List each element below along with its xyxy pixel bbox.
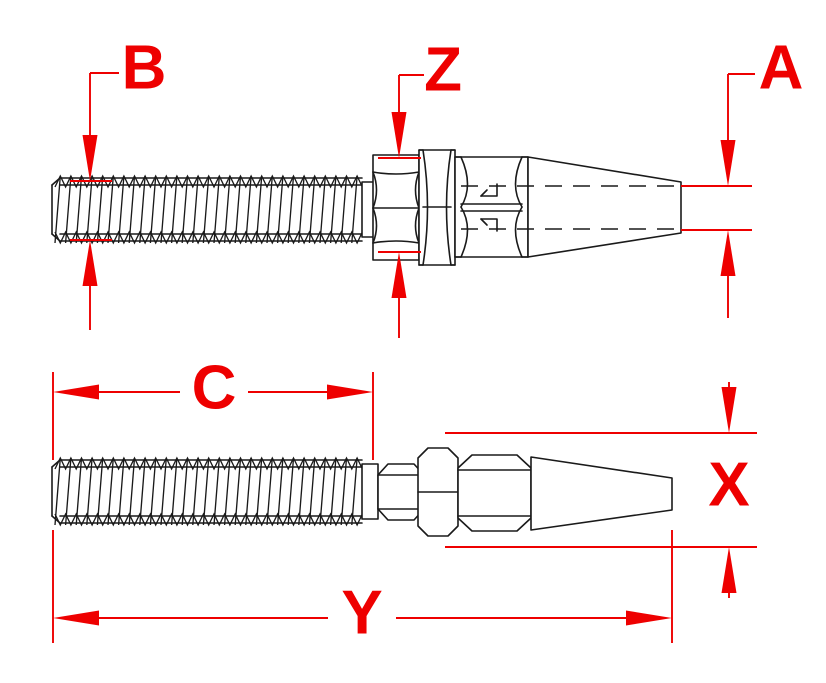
arrowhead-right [626,610,672,626]
top-hex-nut-2 [418,149,456,266]
bottom-thread-root-zigzag [54,512,364,527]
arrowhead-down [82,135,98,181]
arrowhead-down [720,140,736,186]
bottom-nut3-outline [457,454,532,532]
bottom-shank-collar [361,463,379,520]
bottom-collar-body [361,463,379,520]
dimension-b: B [70,33,166,330]
arrowhead-up [721,547,737,593]
arrowhead-down [391,112,407,158]
arrowhead-left [53,610,99,626]
bottom-hex-nut-1 [377,463,425,521]
top-nut3-section-barb-upper [480,189,488,197]
bottom-hex-nut-3 [457,454,532,532]
top-nut3-section-barb-lower [480,218,488,226]
top-thread-profile [54,174,364,245]
bottom-thread-profile [54,456,364,527]
bottom-tapered-body [530,456,673,531]
top-tapered-body [461,156,682,258]
top-nut1-corner-ll [372,207,378,244]
top-nut1-corner-ur [414,171,420,209]
dimension-label-b: B [122,33,167,102]
arrowhead-down [721,387,737,433]
dimension-label-y: Y [341,578,382,647]
bottom-thread-flank-lines [54,457,358,526]
bottom-taper-outline [530,456,673,531]
top-nut1-chamfer-upper [372,171,420,175]
top-thread-flank-lines [54,175,358,244]
top-hex-nut-3 [454,156,529,258]
dimension-annotation-layer: B Z A C Y X [52,33,803,647]
dimension-y: Y [52,530,673,647]
dimension-z: Z [378,35,462,338]
bottom-nut1-outline [377,463,425,521]
dimension-label-z: Z [424,35,462,104]
top-view-group [51,149,682,266]
top-nut1-corner-ul [372,171,378,209]
bottom-hex-nut-2 [417,447,459,537]
dimension-a: A [681,33,803,318]
top-thread-root-zigzag [54,230,364,245]
top-nut1-chamfer-lower [372,240,420,244]
top-nut3-section-mark-upper [480,183,498,197]
dimension-label-c: C [192,353,237,422]
top-nut3-section-mark-lower [480,218,498,232]
arrowhead-up [391,252,407,298]
dimension-label-x: X [708,450,749,519]
arrowhead-right [327,384,373,400]
arrowhead-left [53,384,99,400]
arrowhead-up [82,240,98,286]
bottom-view-group [51,447,673,537]
dimension-x: X [445,382,757,598]
dimension-label-a: A [759,33,804,102]
top-taper-outline [527,156,682,258]
top-nut1-corner-lr [414,207,420,244]
top-hex-nut-1 [372,154,420,261]
arrowhead-up [720,230,736,276]
dimension-c: C [52,353,374,460]
